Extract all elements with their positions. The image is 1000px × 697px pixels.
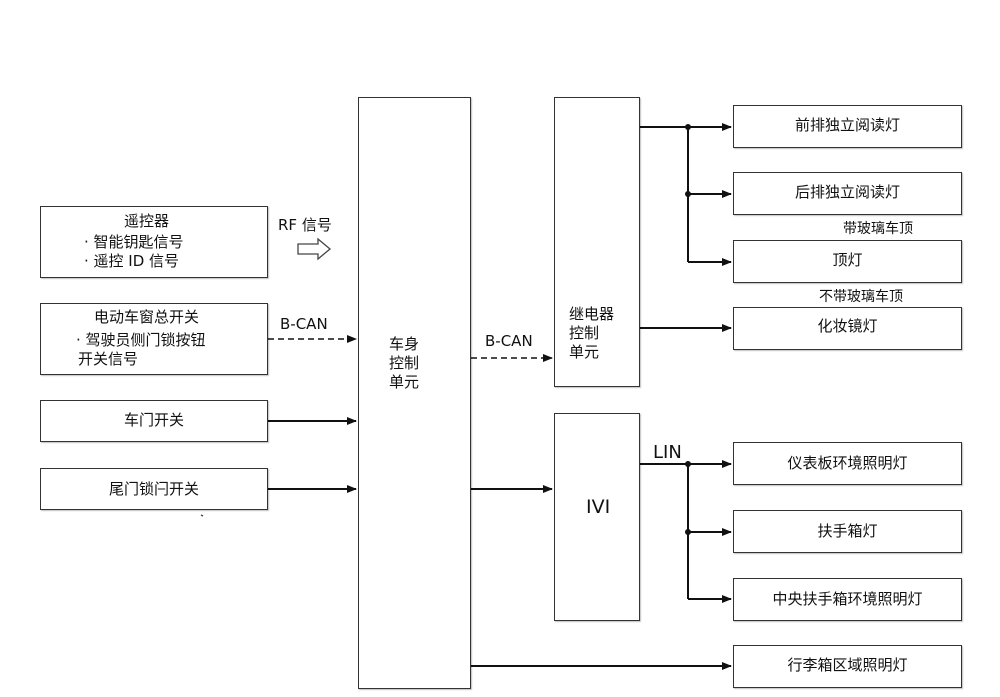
bcan-output-label: B-CAN	[485, 332, 533, 350]
remote-box	[40, 206, 268, 278]
rear-reading-lamp-box	[733, 172, 962, 215]
lin-label: LIN	[653, 442, 682, 463]
relay-label-line2: 控制	[569, 324, 600, 342]
ivi-label: IVI	[586, 496, 611, 518]
door-switch-label: 车门开关	[123, 411, 184, 429]
bcm-label-line3: 单元	[389, 373, 420, 391]
center-armrest-ambient-lamp-label: 中央扶手箱环境照明灯	[772, 590, 923, 608]
bcm-box	[358, 97, 471, 689]
armrest-lamp-box	[733, 510, 962, 553]
dash-ambient-lamp-box	[733, 442, 962, 485]
relay-label-line1: 继电器	[569, 305, 615, 323]
front-reading-lamp-label: 前排独立阅读灯	[794, 116, 900, 134]
front-reading-lamp-box	[733, 105, 962, 148]
rf-signal-label: RF 信号	[278, 216, 332, 234]
remote-line1: · 智能钥匙信号	[84, 233, 184, 251]
dash-ambient-lamp-label: 仪表板环境照明灯	[787, 454, 908, 472]
bcm-label-line2: 控制	[389, 354, 420, 372]
door-switch-box	[40, 400, 268, 442]
rf-hollow-arrow	[297, 237, 332, 261]
window-switch-line2: 开关信号	[78, 350, 139, 368]
center-armrest-ambient-lamp-box	[733, 578, 962, 621]
relay-label-line3: 单元	[569, 343, 600, 361]
rear-reading-lamp-label: 后排独立阅读灯	[794, 183, 900, 201]
tailgate-switch-label: 尾门锁闩开关	[108, 480, 199, 498]
without-glass-roof-note: 不带玻璃车顶	[819, 289, 903, 305]
remote-title: 遥控器	[124, 212, 170, 230]
trunk-lamp-label: 行李箱区域照明灯	[787, 656, 908, 674]
vanity-lamp-box	[733, 307, 962, 350]
armrest-lamp-label: 扶手箱灯	[817, 522, 878, 540]
window-switch-box	[40, 303, 268, 375]
dome-lamp-box	[733, 240, 962, 283]
trunk-lamp-box	[733, 645, 962, 688]
dome-lamp-label: 顶灯	[832, 251, 863, 269]
remote-line2: · 遥控 ID 信号	[84, 252, 180, 270]
with-glass-roof-note: 带玻璃车顶	[843, 221, 913, 237]
vanity-lamp-label: 化妆镜灯	[817, 317, 878, 335]
ivi-box	[554, 413, 640, 621]
bcm-label-line1: 车身	[389, 335, 420, 353]
window-switch-title: 电动车窗总开关	[94, 308, 200, 326]
window-switch-line1: · 驾驶员侧门锁按钮	[76, 331, 206, 349]
tailgate-switch-box	[40, 468, 268, 510]
relay-box	[554, 97, 640, 387]
bcan-input-label: B-CAN	[280, 315, 328, 333]
